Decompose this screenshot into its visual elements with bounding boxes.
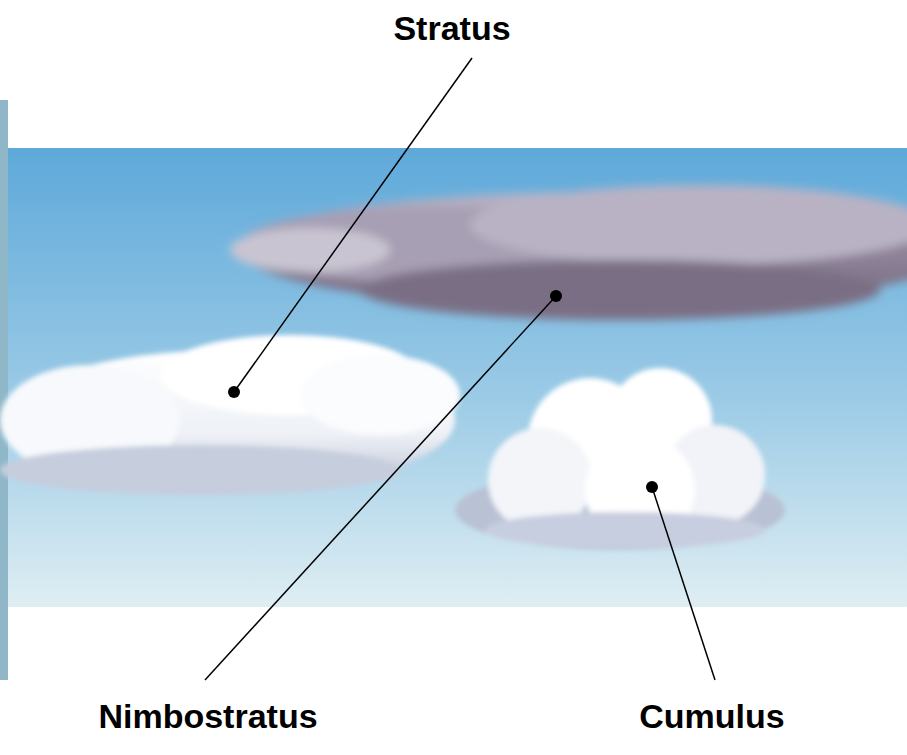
cloud-label: Nimbostratus [98,696,317,736]
cloud-label: Stratus [393,8,510,48]
cloud-label: Cumulus [639,696,784,736]
